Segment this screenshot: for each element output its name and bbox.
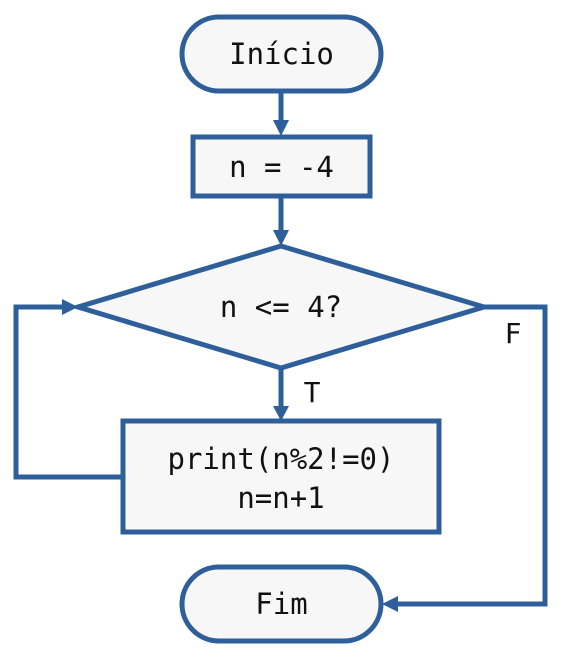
edge-start-to-init-arrowhead: [273, 120, 289, 136]
edge-init-to-decision: [273, 196, 289, 246]
edge-false-branch-line: [396, 304, 548, 607]
init-label: n = -4: [229, 150, 334, 184]
decision-label: n <= 4?: [220, 290, 342, 324]
edge-init-to-decision-arrowhead: [273, 230, 289, 246]
start-label: Início: [229, 37, 334, 71]
edge-true-branch-arrowhead: [273, 406, 289, 421]
end-node: Fim: [179, 564, 384, 644]
end-label: Fim: [255, 587, 307, 621]
body-process-shape: [120, 418, 442, 535]
edge-false-branch-arrowhead: [382, 596, 398, 612]
edge-loop-back: [13, 299, 123, 480]
body-label-line-1: print(n%2!=0): [168, 442, 395, 476]
init-process-shape: [190, 134, 373, 199]
edge-start-to-init: [273, 91, 289, 136]
edge-false-branch: F: [382, 304, 548, 612]
edge-true-branch: T: [273, 368, 321, 421]
init-node: n = -4: [190, 134, 373, 199]
edge-loop-back-arrowhead: [62, 299, 78, 315]
edge-loop-back-line: [13, 304, 123, 480]
body-node: print(n%2!=0) n=n+1: [120, 418, 442, 535]
decision-node: n <= 4?: [69, 243, 493, 371]
end-terminal-shape: [179, 564, 384, 644]
true-branch-label: T: [304, 376, 321, 409]
body-label-line-2: n=n+1: [237, 481, 324, 515]
start-node: Início: [179, 14, 384, 94]
false-branch-label: F: [505, 317, 522, 350]
